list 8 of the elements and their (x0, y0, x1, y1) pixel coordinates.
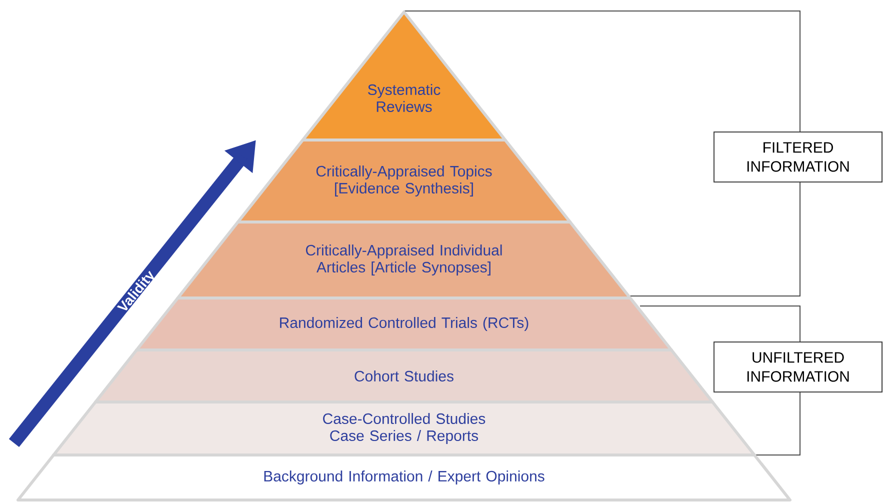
label-box: FILTERED INFORMATION (714, 132, 882, 182)
pyramid-layer: Case-Controlled Studies Case Series / Reports (52, 400, 756, 456)
pyramid-layer: Critically-Appraised Topics [Evidence Synthesis] (236, 138, 572, 224)
pyramid-layer: Systematic Reviews (301, 10, 507, 142)
pyramid-layer: Cohort Studies (94, 348, 714, 404)
pyramid-layer: Background Information / Expert Opinions (16, 454, 792, 502)
pyramid-layer: Critically-Appraised Individual Articles [Article Synopses] (176, 220, 632, 300)
label-box: UNFILTERED INFORMATION (714, 342, 882, 392)
